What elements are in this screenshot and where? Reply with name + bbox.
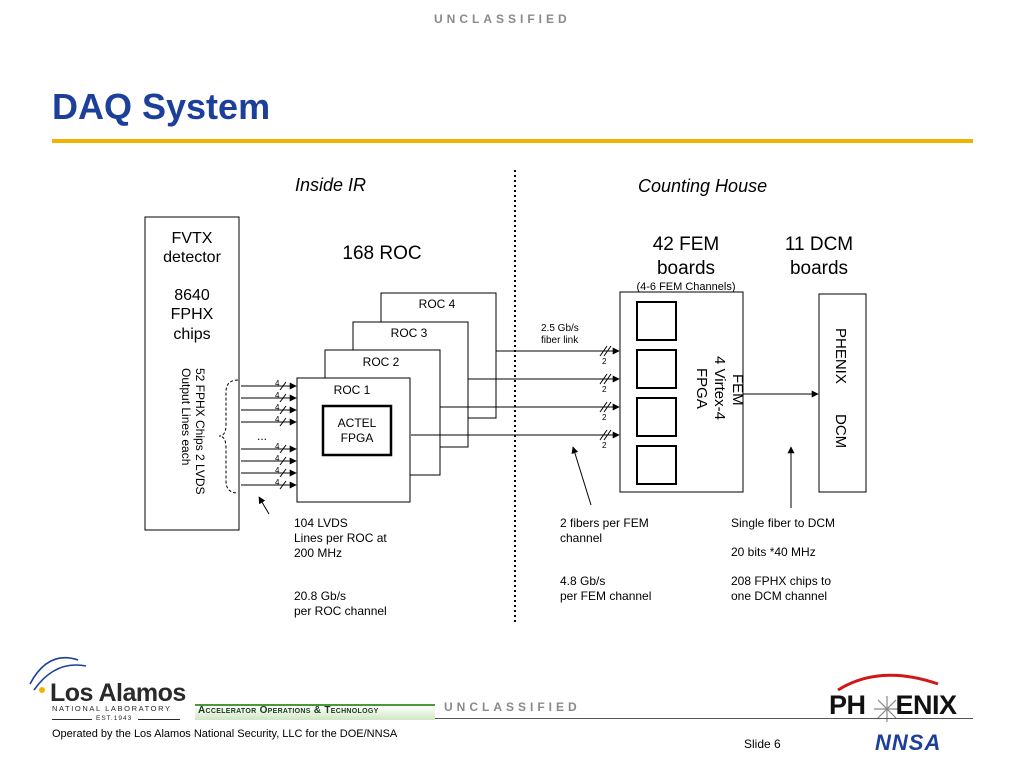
detector-label-5: chips [173, 326, 210, 343]
phenix-star-icon [874, 696, 900, 722]
phenix-logo-part: PH [829, 690, 866, 720]
roc-4-label: ROC 4 [419, 297, 456, 311]
fem-note-3: 4.8 Gb/s [560, 574, 605, 588]
fem-note-4: per FEM channel [560, 589, 651, 603]
dcm-note-4: one DCM channel [731, 589, 827, 603]
dcm-box [818, 293, 867, 493]
fem-channel-4 [636, 445, 677, 485]
nnsa-logo-text: NNSA [875, 730, 942, 755]
los-alamos-logo-dot [39, 687, 45, 693]
phenix-logo-text: PH ENIX [829, 690, 957, 721]
detector-label-2: detector [163, 249, 221, 266]
phenix-logo-part: ENIX [895, 690, 958, 720]
roc-note-5: per ROC channel [294, 604, 387, 618]
fem-note-2: channel [560, 531, 602, 545]
fem-count-label-2: boards [657, 258, 715, 279]
los-alamos-logo-mark [29, 656, 87, 691]
classification-top: UNCLASSIFIED [434, 12, 571, 26]
dcm-note-3: 208 FPHX chips to [731, 574, 831, 588]
fem-note-1: 2 fibers per FEM [560, 516, 649, 530]
los-alamos-logo-text: Los Alamos [50, 679, 186, 707]
dcm-count-label-2: boards [790, 258, 848, 279]
inside-ir-label: Inside IR [295, 175, 366, 195]
bus-width-label: 4 [275, 478, 280, 487]
fiber-count-label: 2 [602, 413, 607, 422]
fem-channel-3 [636, 397, 677, 437]
roc-fem-links [411, 345, 620, 441]
fiber-count-label: 2 [602, 357, 607, 366]
dcm-box-label-2: DCM [832, 414, 849, 448]
fiber-count-label: 2 [602, 441, 607, 450]
bus-width-label: 4 [275, 379, 280, 388]
bus-width-label: 4 [275, 442, 280, 451]
roc-2-label: ROC 2 [363, 355, 400, 369]
roc-note-arrow [258, 496, 270, 515]
output-brace [218, 379, 239, 494]
bus-width-label: 4 [275, 454, 280, 463]
fiber-label-2: fiber link [541, 335, 579, 346]
operator-statement: Operated by the Los Alamos National Secu… [52, 728, 398, 740]
fem-box-label-3: FPGA [693, 368, 710, 409]
detector-roc-links [241, 381, 297, 490]
roc-1-label: ROC 1 [334, 383, 371, 397]
division-label: Accelerator Operations & Technology [198, 705, 379, 716]
counting-house-label: Counting House [638, 176, 767, 196]
classification-bottom: UNCLASSIFIED [444, 700, 581, 714]
bus-width-label: 4 [275, 391, 280, 400]
detector-box [144, 216, 240, 531]
slide-number: Slide 6 [744, 737, 781, 751]
fem-box-label-2: 4 Virtex-4 [711, 356, 728, 420]
fem-count-label-1: 42 FEM [653, 234, 720, 255]
detector-output-label-1: 52 FPHX Chips 2 LVDS [193, 368, 207, 495]
bus-width-label: 4 [275, 415, 280, 424]
actel-fpga-box [321, 404, 393, 457]
fem-box-label-1: FEM [729, 374, 746, 406]
phenix-swoosh [837, 673, 939, 692]
dcm-note-1: Single fiber to DCM [731, 516, 835, 530]
fem-channel-1 [636, 301, 677, 341]
roc-note-1: 104 LVDS [294, 516, 348, 530]
footer-rule [195, 718, 973, 719]
fiber-count-label: 2 [602, 385, 607, 394]
title-underline [52, 139, 973, 143]
fem-note-arrow [571, 446, 592, 506]
page-title: DAQ System [52, 86, 271, 127]
roc-note-2: Lines per ROC at [294, 531, 387, 545]
los-alamos-logo-est: EST.1943 [96, 715, 133, 722]
actel-label-2: FPGA [341, 431, 374, 445]
dcm-count-label-1: 11 DCM [785, 234, 853, 255]
detector-label-3: 8640 [174, 287, 210, 304]
bus-width-label: 4 [275, 466, 280, 475]
logo-rule-left [52, 719, 92, 720]
division-banner [195, 704, 435, 720]
roc-note-3: 200 MHz [294, 546, 342, 560]
logo-rule-right [138, 719, 180, 720]
los-alamos-logo-subtitle: NATIONAL LABORATORY [52, 704, 172, 713]
detector-label-4: FPHX [171, 306, 214, 323]
detector-label-1: FVTX [172, 230, 213, 247]
dcm-note-2: 20 bits *40 MHz [731, 545, 816, 559]
fem-channel-2 [636, 349, 677, 389]
dcm-box-label-1: PHENIX [832, 328, 849, 384]
bus-width-label: 4 [275, 403, 280, 412]
roc-count-label: 168 ROC [342, 243, 421, 264]
roc-note-4: 20.8 Gb/s [294, 589, 346, 603]
fem-channels-label: (4-6 FEM Channels) [636, 281, 735, 293]
detector-output-label-2: Output Lines each [179, 368, 193, 465]
roc-3-label: ROC 3 [391, 326, 428, 340]
fiber-label-1: 2.5 Gb/s [541, 323, 579, 334]
ellipsis-label: ... [257, 429, 267, 443]
actel-label-1: ACTEL [338, 416, 377, 430]
